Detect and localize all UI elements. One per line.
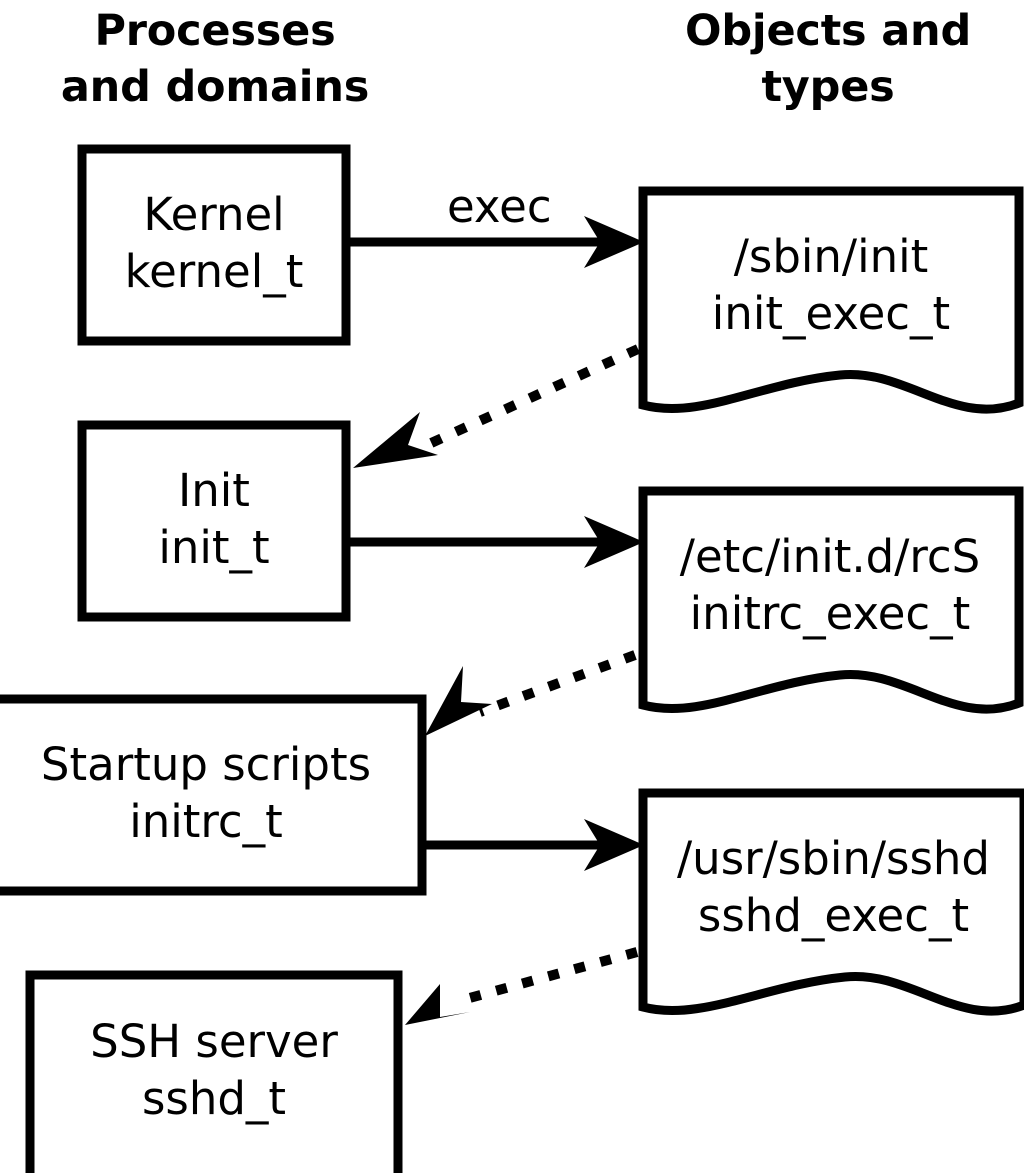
process-node-initrc[interactable] xyxy=(0,694,427,896)
arrowhead-solid xyxy=(584,819,644,871)
arrowhead-solid xyxy=(584,216,644,268)
edge-initrc-exec-to-initrc xyxy=(425,650,637,736)
arrowhead-dotted xyxy=(405,984,470,1025)
arrowhead-solid xyxy=(584,516,644,568)
process-node-sshd[interactable] xyxy=(25,970,403,1173)
process-node-init[interactable] xyxy=(77,420,351,622)
column-heading-processes: Processes and domains xyxy=(60,6,370,112)
edge-kernel-to-init-exec xyxy=(346,216,644,268)
edge-init-exec-to-init xyxy=(353,344,641,468)
edge-sshd-exec-to-sshd xyxy=(405,947,639,1025)
object-node-init-exec[interactable] xyxy=(638,186,1024,414)
arrowhead-dotted xyxy=(353,412,438,468)
column-heading-objects: Objects and types xyxy=(684,6,972,112)
process-node-kernel[interactable] xyxy=(77,144,351,346)
object-node-sshd-exec[interactable] xyxy=(638,788,1024,1016)
edge-label-exec: exec xyxy=(447,180,552,233)
object-node-initrc-exec[interactable] xyxy=(638,486,1024,714)
edge-init-to-initrc-exec xyxy=(346,516,644,568)
edge-initrc-to-sshd-exec xyxy=(418,819,644,871)
arrowhead-dotted xyxy=(425,666,492,736)
